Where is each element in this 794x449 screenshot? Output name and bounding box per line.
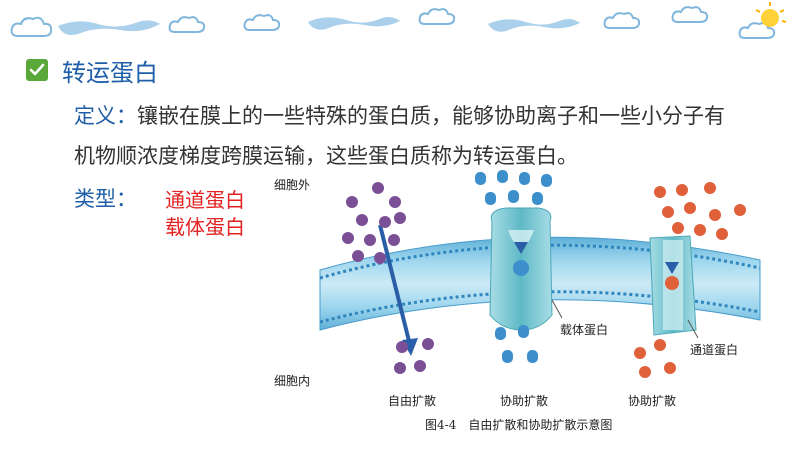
inside-cell-label: 细胞内 xyxy=(274,374,311,388)
cloud-icon xyxy=(418,8,456,25)
types-label: 类型： xyxy=(74,187,137,211)
membrane-diagram xyxy=(319,170,761,378)
definition-text-line1: 镶嵌在膜上的一些特殊的蛋白质，能够协助离子和一些小分子有 xyxy=(137,104,725,128)
free-molecules-inside xyxy=(394,338,434,374)
type-item-channel: 通道蛋白 xyxy=(165,188,245,212)
section-heading: 转运蛋白 xyxy=(26,55,158,87)
cloud-icon xyxy=(243,14,281,31)
check-icon xyxy=(26,59,48,81)
cloud-icon xyxy=(738,22,776,39)
cloud-icon xyxy=(10,16,53,37)
decorative-header xyxy=(10,2,787,39)
free-molecules-outside xyxy=(342,182,406,264)
cloud-icon xyxy=(671,6,709,23)
mode-label-free: 自由扩散 xyxy=(388,394,437,408)
definition-text-line2: 机物顺浓度梯度跨膜运输，这些蛋白质称为转运蛋白。 xyxy=(74,144,578,168)
definition-paragraph: 定义：镶嵌在膜上的一些特殊的蛋白质，能够协助离子和一些小分子有 机物顺浓度梯度跨… xyxy=(74,96,789,176)
carrier-molecules-outside xyxy=(475,170,552,205)
carrier-protein xyxy=(489,207,553,331)
sun-icon xyxy=(755,2,787,27)
type-item-carrier: 载体蛋白 xyxy=(165,215,245,239)
page-title: 转运蛋白 xyxy=(62,58,158,87)
cloud-icon xyxy=(603,12,641,29)
channel-ions-inside xyxy=(634,339,676,378)
channel-protein xyxy=(649,230,697,336)
carrier-molecules-inside xyxy=(495,325,538,363)
definition-label: 定义： xyxy=(74,104,137,128)
free-diffusion-arrow xyxy=(378,224,412,346)
channel-ions-outside xyxy=(654,182,746,240)
mode-label-facilitated-channel: 协助扩散 xyxy=(628,394,677,408)
figure-caption: 图4-4 自由扩散和协助扩散示意图 xyxy=(425,418,613,432)
membrane-figure: 细胞外 细胞内 载体蛋白 通道蛋白 自由扩散 协助扩散 协助扩散 图4-4 自由… xyxy=(270,170,790,445)
outside-cell-label: 细胞外 xyxy=(274,178,311,192)
cloud-icon xyxy=(168,16,206,33)
mode-label-facilitated-carrier: 协助扩散 xyxy=(500,394,549,408)
channel-protein-label: 通道蛋白 xyxy=(690,343,739,357)
carrier-protein-label: 载体蛋白 xyxy=(560,323,609,337)
